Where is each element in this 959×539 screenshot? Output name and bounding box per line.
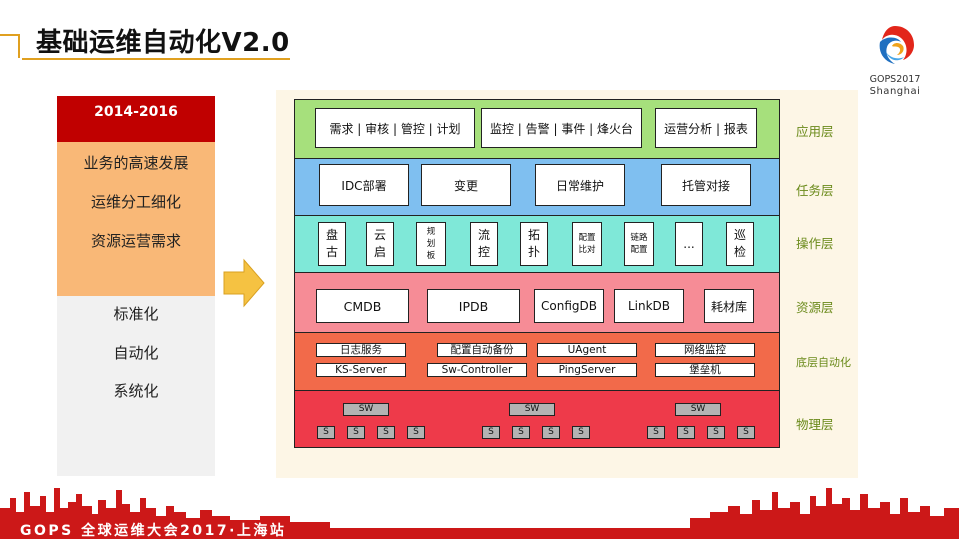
op-box-flow: 流 控 — [470, 222, 498, 266]
base-box-sw-controller: Sw-Controller — [427, 363, 527, 377]
gops-swirl-icon — [879, 26, 914, 64]
app-box-analysis: 运营分析 | 报表 — [655, 108, 757, 148]
server-node: S — [677, 426, 695, 439]
title-bracket-decoration — [0, 34, 20, 58]
op-box-planning: 规 划 板 — [416, 222, 446, 266]
server-node: S — [347, 426, 365, 439]
op-box-more: ... — [675, 222, 703, 266]
app-box-monitor: 监控 | 告警 | 事件 | 烽火台 — [481, 108, 642, 148]
base-box-netmon: 网络监控 — [655, 343, 755, 357]
layer-label-op: 操作层 — [796, 236, 834, 251]
base-box-ks-server: KS-Server — [316, 363, 406, 377]
server-node: S — [707, 426, 725, 439]
app-box-demand: 需求 | 审核 | 管控 | 计划 — [315, 108, 475, 148]
server-node: S — [407, 426, 425, 439]
server-node: S — [482, 426, 500, 439]
base-box-bastion: 堡垒机 — [655, 363, 755, 377]
driver-item: 资源运营需求 — [90, 232, 181, 250]
base-layer — [294, 332, 780, 391]
op-box-config-compare: 配置 比对 — [572, 222, 602, 266]
page-title: 基础运维自动化V2.0 — [36, 28, 290, 58]
server-node: S — [737, 426, 755, 439]
driver-item: 业务的高速发展 — [83, 154, 189, 172]
phys-layer — [294, 390, 780, 448]
right-arrow-icon — [223, 258, 265, 308]
server-node: S — [317, 426, 335, 439]
task-box-change: 变更 — [421, 164, 511, 206]
server-node: S — [647, 426, 665, 439]
layer-label-app: 应用层 — [796, 124, 834, 139]
city-skyline-decoration — [0, 488, 959, 539]
base-box-log: 日志服务 — [316, 343, 406, 357]
year-range-badge: 2014-2016 — [57, 96, 215, 142]
footer-event-name: GOPS 全球运维大会2017·上海站 — [20, 523, 287, 539]
layer-label-phys: 物理层 — [796, 417, 834, 432]
op-box-yunqi: 云 启 — [366, 222, 394, 266]
drivers-panel — [57, 142, 215, 296]
task-box-maintenance: 日常维护 — [535, 164, 625, 206]
switch-node: SW — [675, 403, 721, 416]
layer-label-res: 资源层 — [796, 300, 834, 315]
switch-node: SW — [343, 403, 389, 416]
gops-logo: GOPS2017 Shanghai — [864, 22, 926, 108]
logo-city-text: Shanghai — [869, 86, 921, 97]
server-node: S — [572, 426, 590, 439]
op-box-inspection: 巡 检 — [726, 222, 754, 266]
server-node: S — [377, 426, 395, 439]
res-box-cmdb: CMDB — [316, 289, 409, 323]
base-box-pingserver: PingServer — [537, 363, 637, 377]
base-box-backup: 配置自动备份 — [437, 343, 527, 357]
base-box-uagent: UAgent — [537, 343, 637, 357]
layer-label-base: 底层自动化 — [796, 356, 851, 369]
server-node: S — [512, 426, 530, 439]
op-box-topology: 拓 扑 — [520, 222, 548, 266]
res-box-ipdb: IPDB — [427, 289, 520, 323]
res-box-consumables: 耗材库 — [704, 289, 754, 323]
task-box-idc: IDC部署 — [319, 164, 409, 206]
server-node: S — [542, 426, 560, 439]
logo-event-text: GOPS2017 — [869, 74, 921, 85]
res-box-linkdb: LinkDB — [614, 289, 684, 323]
driver-item: 运维分工细化 — [90, 193, 181, 211]
goal-item: 自动化 — [113, 344, 159, 362]
goal-item: 系统化 — [113, 382, 159, 400]
res-box-configdb: ConfigDB — [534, 289, 604, 323]
switch-node: SW — [509, 403, 555, 416]
op-box-link-config: 链路 配置 — [624, 222, 654, 266]
title-underline — [22, 58, 290, 60]
task-box-hosting: 托管对接 — [661, 164, 751, 206]
layer-label-task: 任务层 — [796, 183, 834, 198]
op-box-pangu: 盘 古 — [318, 222, 346, 266]
goal-item: 标准化 — [113, 305, 159, 323]
